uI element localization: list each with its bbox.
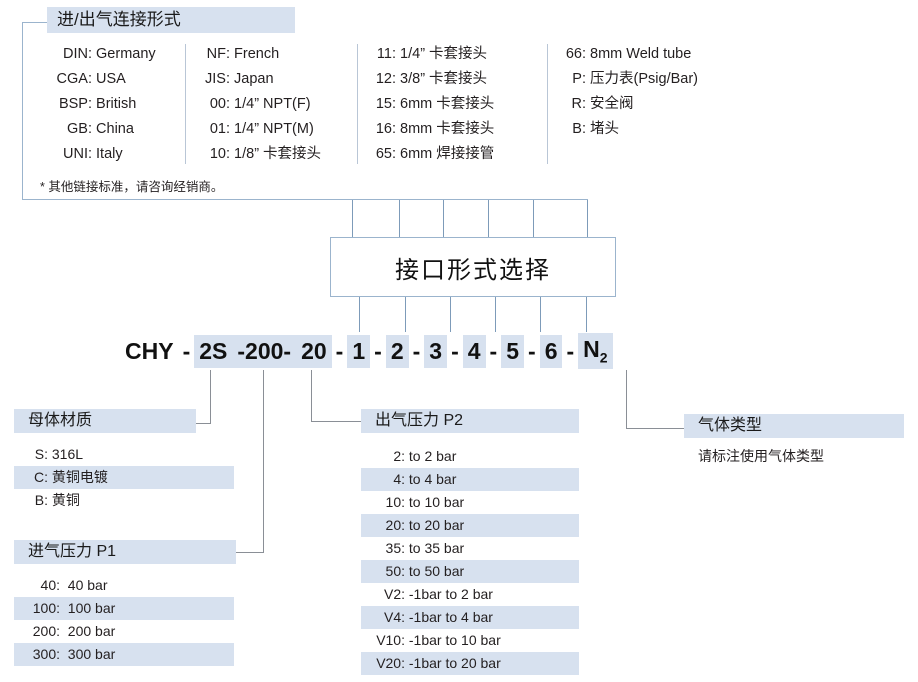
list-item: 2: to 2 bar — [393, 448, 457, 464]
p2-header: 出气压力 P2 — [361, 409, 579, 433]
code-segment-3: 3 — [424, 334, 448, 368]
elbow-p1-vertical — [263, 370, 264, 553]
connection-type-header-label: 进/出气连接形式 — [57, 10, 181, 29]
connection-column-4: 66: 8mm Weld tube P: 压力表(Psig/Bar) R: 安全… — [562, 42, 742, 142]
elbow-p2-horizontal — [311, 421, 361, 422]
list-item: 12: 3/8” 卡套接头 — [375, 71, 488, 87]
interface-type-box: 接口形式选择 — [330, 237, 616, 297]
list-item: 4: to 4 bar — [361, 468, 579, 491]
elbow-gas-vertical — [626, 370, 627, 429]
connection-column-1: DIN: Germany CGA: USA BSP: British GB: C… — [46, 42, 182, 167]
code-segment-1: 1 — [347, 334, 371, 368]
column-divider-3 — [547, 44, 548, 164]
code-separator: - — [335, 337, 344, 364]
gas-note: 请标注使用气体类型 — [698, 448, 824, 464]
code-segment-p2: 20 — [296, 334, 332, 368]
list-item: NF: French — [206, 46, 280, 62]
connection-column-2: NF: French JIS: Japan 00: 1/4” NPT(F) 01… — [200, 42, 350, 167]
elbow-material-vertical — [210, 370, 211, 424]
drop-line-1 — [352, 200, 353, 238]
connection-column-3: 11: 1/4” 卡套接头 12: 3/8” 卡套接头 15: 6mm 卡套接头… — [372, 42, 540, 167]
code-segment-4: 4 — [462, 334, 486, 368]
list-item: 200: 200 bar — [32, 623, 116, 639]
product-code-line: CHY - 2S -200- 20 - 1 - 2 - 3 - 4 - 5 - … — [120, 333, 613, 369]
drop-line-3 — [443, 200, 444, 238]
list-item: B: 黄铜 — [34, 492, 80, 508]
connection-note: * 其他链接标准，请咨询经销商。 — [40, 180, 224, 194]
list-item: B: 堵头 — [572, 121, 620, 137]
list-item: 66: 8mm Weld tube — [565, 46, 692, 62]
elbow-p1-horizontal — [236, 552, 264, 553]
material-list: S: 316L C: 黄铜电镀 B: 黄铜 — [14, 443, 234, 512]
connection-box-tick — [22, 22, 48, 23]
list-item: DIN: Germany — [63, 46, 156, 62]
list-item: 00: 1/4” NPT(F) — [209, 96, 311, 112]
list-item: P: 压力表(Psig/Bar) — [572, 71, 698, 87]
p1-list: 40: 40 bar 100: 100 bar 200: 200 bar 300… — [14, 574, 234, 666]
list-item: V2: -1bar to 2 bar — [383, 586, 493, 602]
code-link-5 — [540, 297, 541, 332]
p1-header: 进气压力 P1 — [14, 540, 236, 564]
code-separator: - — [566, 337, 575, 364]
list-item: 50: to 50 bar — [361, 560, 579, 583]
list-item: JIS: Japan — [205, 71, 274, 87]
code-link-3 — [450, 297, 451, 332]
list-item: 01: 1/4” NPT(M) — [209, 121, 314, 137]
code-separator: - — [451, 337, 459, 364]
list-item: 65: 6mm 焊接接管 — [375, 146, 495, 162]
drop-line-5 — [533, 200, 534, 238]
list-item: 300: 300 bar — [14, 643, 234, 666]
gas-header: 气体类型 — [684, 414, 904, 438]
code-separator: - — [374, 337, 382, 364]
list-item: BSP: British — [58, 96, 137, 112]
column-divider-1 — [185, 44, 186, 164]
code-segment-2: 2 — [385, 334, 409, 368]
code-separator: - — [182, 337, 191, 364]
code-link-6 — [586, 297, 587, 332]
code-segment-5: 5 — [501, 334, 525, 368]
code-segment-6: 6 — [539, 334, 563, 368]
list-item: V4: -1bar to 4 bar — [361, 606, 579, 629]
code-link-2 — [405, 297, 406, 332]
connection-type-header: 进/出气连接形式 — [47, 7, 295, 33]
drop-line-4 — [488, 200, 489, 238]
elbow-p2-vertical — [311, 370, 312, 422]
list-item: UNI: Italy — [63, 146, 123, 162]
drop-line-6 — [587, 200, 588, 238]
list-item: V20: -1bar to 20 bar — [361, 652, 579, 675]
list-item: 15: 6mm 卡套接头 — [375, 96, 495, 112]
list-item: GB: China — [67, 121, 134, 137]
list-item: 10: 1/8” 卡套接头 — [209, 146, 322, 162]
code-separator: - — [412, 337, 421, 364]
list-item: 10: to 10 bar — [385, 494, 465, 510]
code-link-4 — [495, 297, 496, 332]
code-segment-gas: N2 — [578, 333, 613, 369]
list-item: 20: to 20 bar — [361, 514, 579, 537]
code-segment-p1: -200- — [232, 334, 297, 368]
code-separator: - — [489, 337, 498, 364]
interface-type-label: 接口形式选择 — [395, 256, 551, 284]
list-item: 16: 8mm 卡套接头 — [375, 121, 495, 137]
list-item: C: 黄铜电镀 — [14, 466, 234, 489]
code-separator: - — [528, 337, 536, 364]
elbow-material-horizontal — [190, 423, 211, 424]
list-item: CGA: USA — [56, 71, 126, 87]
list-item: 11: 1/4” 卡套接头 — [376, 46, 488, 62]
code-segment-material: 2S — [194, 334, 233, 368]
code-link-1 — [359, 297, 360, 332]
column-divider-2 — [357, 44, 358, 164]
code-segment-prefix: CHY — [125, 337, 174, 364]
list-item: S: 316L — [34, 446, 84, 462]
drop-line-2 — [399, 200, 400, 238]
p2-list: 2: to 2 bar 4: to 4 bar 10: to 10 bar 20… — [361, 445, 579, 675]
list-item: 35: to 35 bar — [385, 540, 465, 556]
list-item: 100: 100 bar — [14, 597, 234, 620]
list-item: R: 安全阀 — [571, 96, 634, 112]
list-item: 40: 40 bar — [40, 577, 108, 593]
connection-type-box — [22, 22, 588, 200]
list-item: V10: -1bar to 10 bar — [376, 632, 501, 648]
elbow-gas-horizontal — [626, 428, 684, 429]
material-header: 母体材质 — [14, 409, 196, 433]
